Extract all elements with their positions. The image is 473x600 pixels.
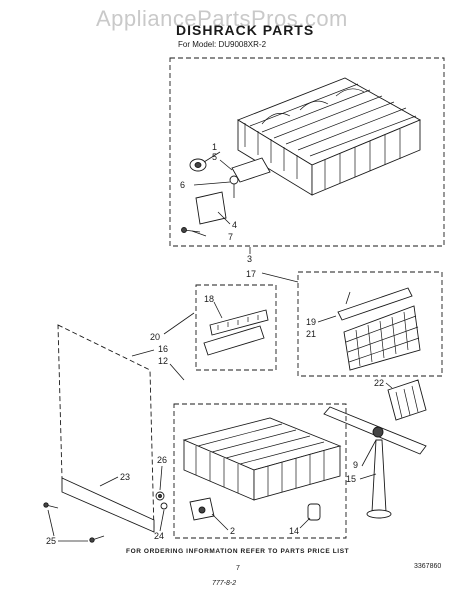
callout-4: 4 [232, 220, 237, 230]
door-latch-hardware [43, 491, 168, 543]
page-number: 7 [236, 565, 240, 572]
callout-19: 19 [306, 317, 316, 327]
model-subtitle: For Model: DU9008XR-2 [178, 40, 267, 49]
date-code: 777-8-2 [212, 580, 237, 587]
callout-7: 7 [228, 232, 233, 242]
rack-rail-group-box [195, 284, 277, 371]
callout-15: 15 [346, 474, 356, 484]
lower-rack-group-box [173, 403, 347, 539]
callout-6: 6 [180, 180, 185, 190]
callout-20: 20 [150, 332, 160, 342]
upper-dishrack [236, 77, 422, 196]
rack-stop-cap [307, 503, 321, 521]
callout-24: 24 [154, 531, 164, 541]
callout-18: 18 [204, 294, 214, 304]
drawing-number: 3367860 [414, 563, 442, 570]
callout-14: 14 [289, 526, 299, 536]
ordering-note: FOR ORDERING INFORMATION REFER TO PARTS … [126, 548, 350, 555]
callout-21: 21 [306, 329, 316, 339]
lower-dishrack [182, 417, 342, 501]
callout-1: 1 [212, 142, 217, 152]
callout-26: 26 [157, 455, 167, 465]
callout-3: 3 [247, 254, 252, 264]
door-panel [57, 324, 155, 533]
callout-9: 9 [353, 460, 358, 470]
lower-spray-arm [323, 406, 427, 519]
watermark-text: AppliancePartsPros.com [96, 6, 348, 31]
callout-5: 5 [212, 152, 217, 162]
callout-23: 23 [120, 472, 130, 482]
utensil-basket-clip [387, 379, 427, 421]
utensil-basket-group-box [297, 271, 443, 377]
callout-25: 25 [46, 536, 56, 546]
callout-2: 2 [230, 526, 235, 536]
page-title: DISHRACK PARTS [176, 22, 315, 38]
callout-22: 22 [374, 378, 384, 388]
upper-rack-group-box [169, 57, 445, 247]
silverware-basket-part [337, 287, 421, 371]
callout-17: 17 [246, 269, 256, 279]
rack-rail-part [203, 309, 269, 356]
rack-roller-assembly [181, 157, 271, 233]
callout-16: 16 [158, 344, 168, 354]
rack-wheel-assembly [189, 497, 215, 521]
callout-12: 12 [158, 356, 168, 366]
